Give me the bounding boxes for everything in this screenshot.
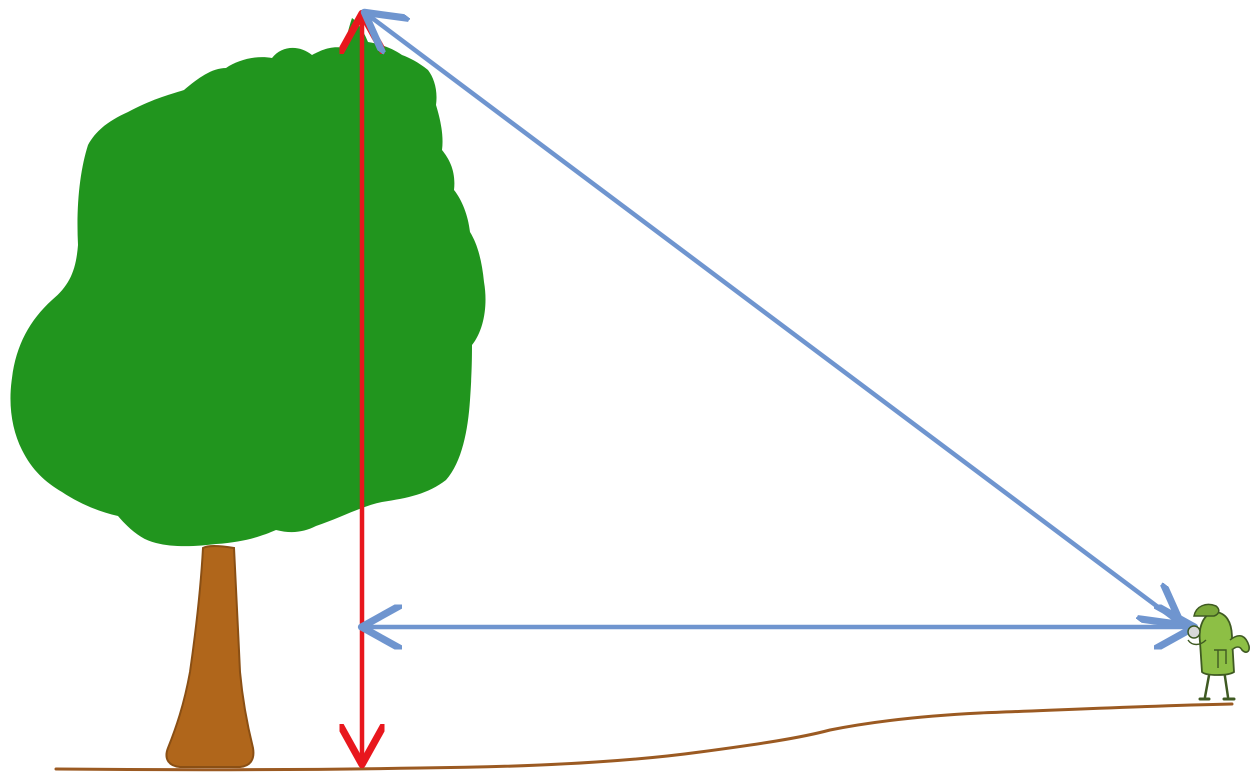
- tree-trunk: [165, 545, 255, 768]
- surveyor-arm: [1229, 634, 1250, 653]
- surveyor-icon: [1187, 603, 1250, 701]
- clinometer-icon: [1187, 625, 1207, 646]
- ground-line: [54, 702, 1234, 772]
- surveyor-hat: [1193, 603, 1220, 617]
- surveyor-body: [1198, 611, 1235, 676]
- line-of-sight-arrow: [368, 15, 1178, 622]
